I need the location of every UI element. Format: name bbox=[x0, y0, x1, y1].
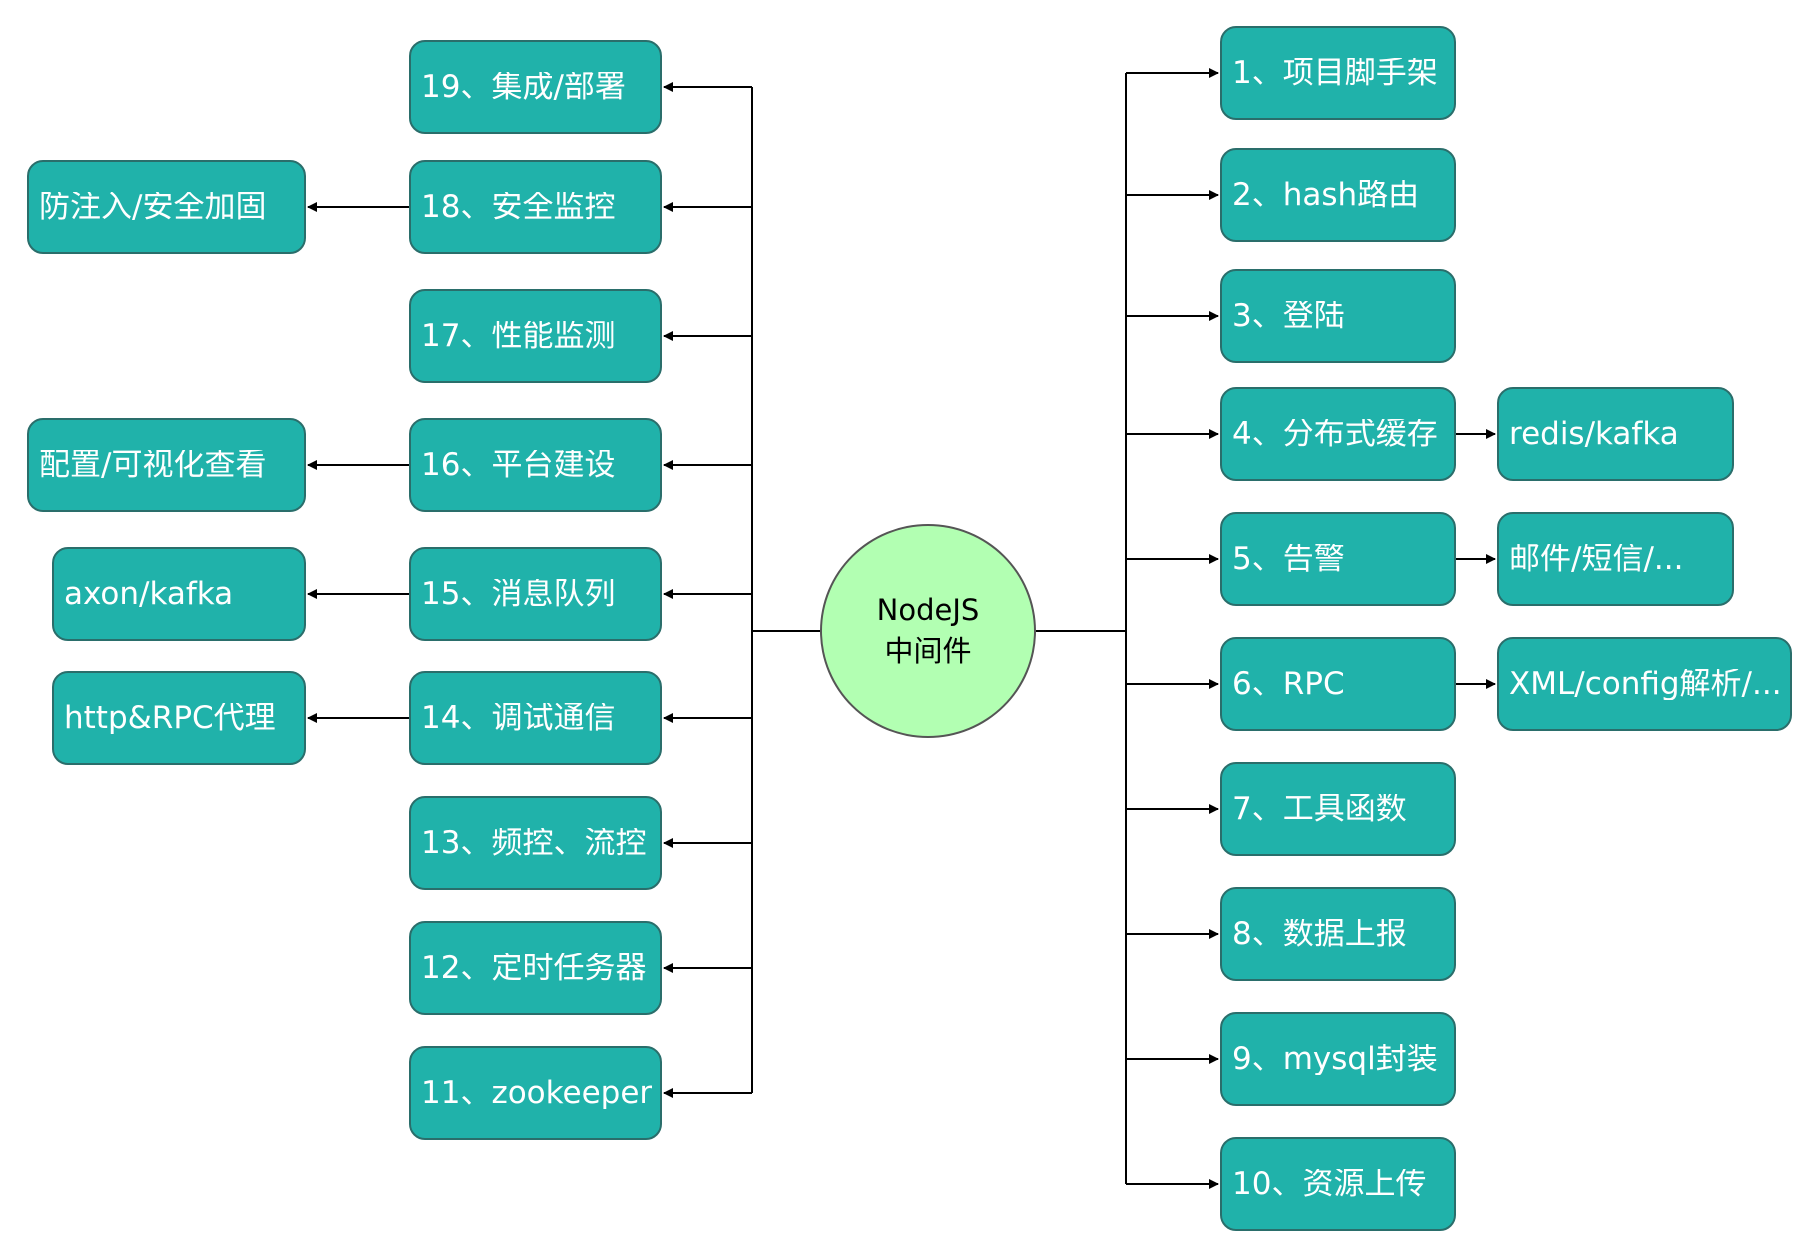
center-node: NodeJS 中间件 bbox=[820, 524, 1036, 738]
right-node-10: 10、资源上传 bbox=[1220, 1137, 1456, 1231]
right-node-8-label: 8、数据上报 bbox=[1232, 918, 1407, 950]
left-node-2: 18、安全监控 bbox=[409, 160, 662, 254]
left-child-6-label: http&RPC代理 bbox=[64, 702, 276, 734]
left-node-5-label: 15、消息队列 bbox=[421, 578, 616, 610]
left-child-2: 防注入/安全加固 bbox=[27, 160, 306, 254]
right-node-5-label: 5、告警 bbox=[1232, 543, 1345, 575]
left-node-3-label: 17、性能监测 bbox=[421, 320, 616, 352]
right-node-1: 1、项目脚手架 bbox=[1220, 26, 1456, 120]
right-node-8: 8、数据上报 bbox=[1220, 887, 1456, 981]
right-node-9-label: 9、mysql封装 bbox=[1232, 1043, 1438, 1075]
right-node-9: 9、mysql封装 bbox=[1220, 1012, 1456, 1106]
left-node-4-label: 16、平台建设 bbox=[421, 449, 616, 481]
right-node-6: 6、RPC bbox=[1220, 637, 1456, 731]
left-node-7: 13、频控、流控 bbox=[409, 796, 662, 890]
right-node-5: 5、告警 bbox=[1220, 512, 1456, 606]
center-node-line-1: NodeJS bbox=[876, 593, 980, 628]
left-node-6: 14、调试通信 bbox=[409, 671, 662, 765]
right-child-5-label: 邮件/短信/... bbox=[1509, 543, 1684, 575]
left-node-2-label: 18、安全监控 bbox=[421, 191, 616, 223]
left-child-2-label: 防注入/安全加固 bbox=[39, 191, 267, 223]
left-node-7-label: 13、频控、流控 bbox=[421, 827, 647, 859]
right-node-6-label: 6、RPC bbox=[1232, 668, 1345, 700]
left-child-5: axon/kafka bbox=[52, 547, 306, 641]
right-node-3: 3、登陆 bbox=[1220, 269, 1456, 363]
right-node-10-label: 10、资源上传 bbox=[1232, 1168, 1427, 1200]
left-node-9-label: 11、zookeeper bbox=[421, 1077, 653, 1109]
right-node-4: 4、分布式缓存 bbox=[1220, 387, 1456, 481]
right-node-4-label: 4、分布式缓存 bbox=[1232, 418, 1438, 450]
right-child-4-label: redis/kafka bbox=[1509, 418, 1679, 450]
left-child-4: 配置/可视化查看 bbox=[27, 418, 306, 512]
right-node-2-label: 2、hash路由 bbox=[1232, 179, 1420, 211]
left-node-8: 12、定时任务器 bbox=[409, 921, 662, 1015]
left-node-5: 15、消息队列 bbox=[409, 547, 662, 641]
left-child-4-label: 配置/可视化查看 bbox=[39, 449, 267, 481]
right-node-7-label: 7、工具函数 bbox=[1232, 793, 1407, 825]
left-node-8-label: 12、定时任务器 bbox=[421, 952, 647, 984]
left-node-1: 19、集成/部署 bbox=[409, 40, 662, 134]
left-child-6: http&RPC代理 bbox=[52, 671, 306, 765]
right-node-7: 7、工具函数 bbox=[1220, 762, 1456, 856]
right-node-1-label: 1、项目脚手架 bbox=[1232, 57, 1438, 89]
right-child-6: XML/config解析/... bbox=[1497, 637, 1792, 731]
right-node-2: 2、hash路由 bbox=[1220, 148, 1456, 242]
right-child-6-label: XML/config解析/... bbox=[1509, 668, 1782, 700]
left-node-1-label: 19、集成/部署 bbox=[421, 71, 626, 103]
left-child-5-label: axon/kafka bbox=[64, 578, 234, 610]
right-child-5: 邮件/短信/... bbox=[1497, 512, 1734, 606]
left-node-3: 17、性能监测 bbox=[409, 289, 662, 383]
left-node-9: 11、zookeeper bbox=[409, 1046, 662, 1140]
left-node-6-label: 14、调试通信 bbox=[421, 702, 616, 734]
right-node-3-label: 3、登陆 bbox=[1232, 300, 1345, 332]
left-node-4: 16、平台建设 bbox=[409, 418, 662, 512]
right-child-4: redis/kafka bbox=[1497, 387, 1734, 481]
center-node-line-2: 中间件 bbox=[884, 634, 972, 668]
